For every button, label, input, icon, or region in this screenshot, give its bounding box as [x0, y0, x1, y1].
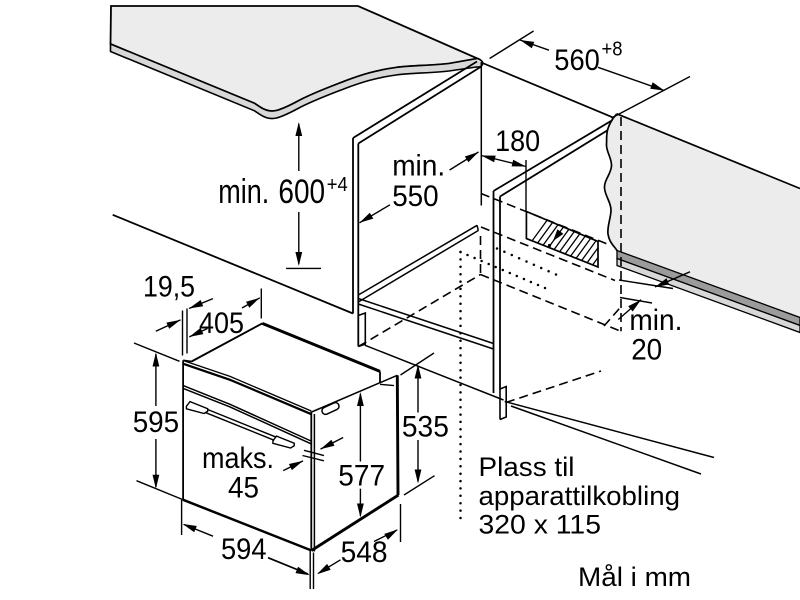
svg-text:+4: +4 [327, 174, 348, 196]
svg-text:405: 405 [199, 307, 244, 340]
svg-text:maks.: maks. [202, 442, 274, 475]
svg-text:Plass til: Plass til [479, 452, 575, 482]
svg-text:min.: min. [218, 173, 269, 211]
svg-text:min.: min. [629, 304, 682, 337]
svg-text:19,5: 19,5 [143, 271, 195, 304]
svg-text:180: 180 [495, 125, 540, 158]
svg-text:535: 535 [402, 410, 449, 443]
svg-text:320 x 115: 320 x 115 [479, 510, 602, 540]
svg-text:+8: +8 [602, 39, 623, 61]
svg-text:20: 20 [631, 334, 662, 367]
svg-text:Mål i mm: Mål i mm [578, 562, 691, 592]
svg-text:550: 550 [392, 180, 439, 213]
svg-text:548: 548 [341, 536, 388, 569]
svg-text:600: 600 [278, 173, 325, 211]
svg-text:45: 45 [228, 472, 259, 505]
svg-text:595: 595 [133, 406, 180, 439]
svg-text:560: 560 [554, 44, 600, 77]
svg-text:apparattilkobling: apparattilkobling [479, 481, 681, 511]
svg-text:577: 577 [338, 460, 385, 493]
svg-text:594: 594 [221, 533, 267, 566]
svg-text:min.: min. [392, 150, 445, 183]
